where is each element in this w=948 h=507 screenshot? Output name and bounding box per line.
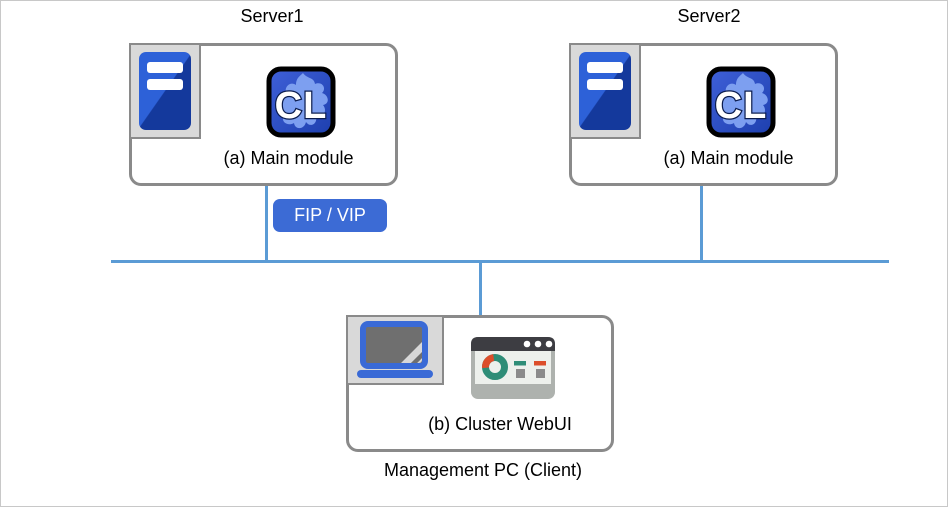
server1-drop-line bbox=[265, 186, 268, 262]
browser-donut-chart bbox=[482, 354, 508, 380]
tower-slot-bar bbox=[587, 62, 623, 73]
browser-mini-bars bbox=[514, 361, 546, 378]
server2-box: CL (a) Main module bbox=[569, 43, 838, 186]
cluster-cl-icon: CL bbox=[266, 66, 336, 138]
server1-module-label: (a) Main module bbox=[223, 148, 354, 168]
browser-title-bar bbox=[471, 337, 555, 351]
server-tower-shape bbox=[139, 52, 191, 130]
cl-logo-text: CL bbox=[715, 85, 768, 127]
server1-box: CL (a) Main module bbox=[129, 43, 398, 186]
webui-module-label: (b) Cluster WebUI bbox=[428, 414, 572, 434]
server2-title: Server2 bbox=[677, 6, 741, 26]
server1-title: Server1 bbox=[240, 6, 304, 26]
server-tower-icon bbox=[569, 43, 641, 139]
browser-dot bbox=[545, 340, 553, 348]
tower-slot-bar bbox=[147, 79, 183, 90]
mgmt-drop-line bbox=[479, 261, 482, 316]
cl-splat-shape bbox=[717, 73, 768, 129]
management-pc-caption: Management PC (Client) bbox=[383, 460, 583, 480]
cluster-cl-icon: CL bbox=[706, 66, 776, 138]
cl-splat-shape bbox=[277, 73, 328, 129]
tower-slot-bar bbox=[147, 62, 183, 73]
management-pc-box: (b) Cluster WebUI bbox=[346, 315, 614, 452]
server-tower-shape bbox=[579, 52, 631, 130]
laptop-shape bbox=[357, 321, 433, 378]
laptop-icon bbox=[346, 315, 444, 385]
browser-dot bbox=[523, 340, 531, 348]
browser-dot bbox=[534, 340, 542, 348]
server2-module-label: (a) Main module bbox=[663, 148, 794, 168]
network-bus-line bbox=[111, 260, 889, 263]
cl-logo-text: CL bbox=[275, 85, 328, 127]
fip-vip-badge: FIP / VIP bbox=[273, 199, 387, 232]
tower-slot-bar bbox=[587, 79, 623, 90]
server-tower-icon bbox=[129, 43, 201, 139]
webui-browser-icon bbox=[471, 337, 555, 399]
server2-drop-line bbox=[700, 186, 703, 262]
